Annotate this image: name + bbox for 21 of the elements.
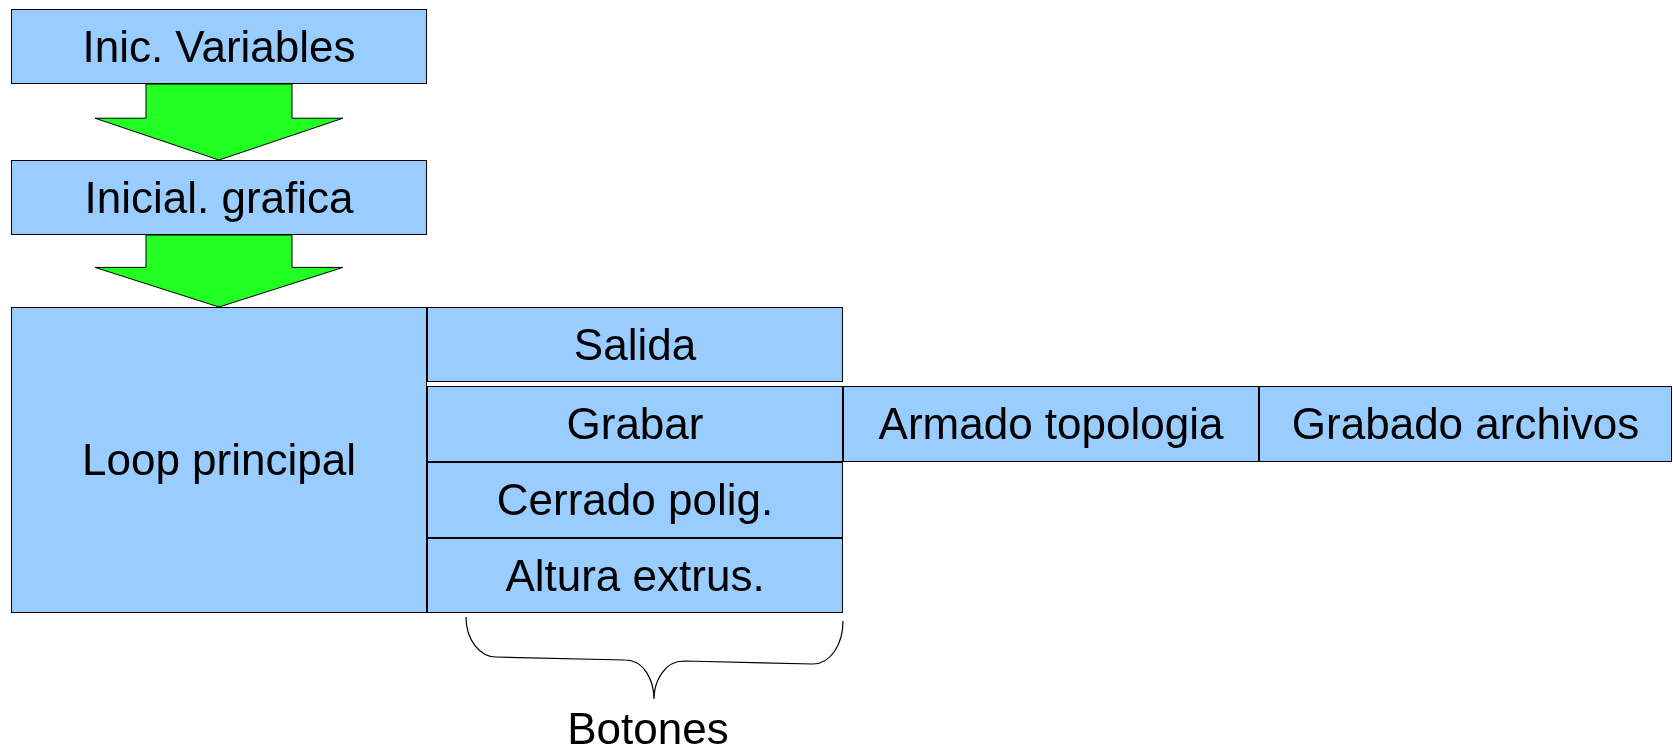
process-box (427, 538, 843, 613)
box-label: Inicial. grafica (84, 172, 354, 223)
brace-label: Botones (567, 704, 729, 750)
process-box (11, 9, 427, 84)
box-label: Inic. Variables (82, 21, 356, 72)
process-box (1259, 386, 1672, 462)
block-arrow (94, 83, 344, 161)
process-box (427, 462, 843, 538)
box-label: Grabar (566, 399, 704, 449)
box-label: Altura extrus. (505, 550, 765, 601)
box-label: Loop principal (82, 435, 356, 485)
box-label: Armado topologia (878, 399, 1224, 449)
process-box (11, 307, 427, 613)
process-box (843, 386, 1259, 462)
block-arrow (94, 234, 344, 308)
box-label: Grabado archivos (1291, 399, 1640, 449)
process-box (427, 386, 843, 462)
process-box (427, 307, 843, 382)
process-box (11, 160, 427, 235)
box-label: Salida (573, 319, 697, 370)
box-label: Cerrado polig. (496, 475, 774, 525)
